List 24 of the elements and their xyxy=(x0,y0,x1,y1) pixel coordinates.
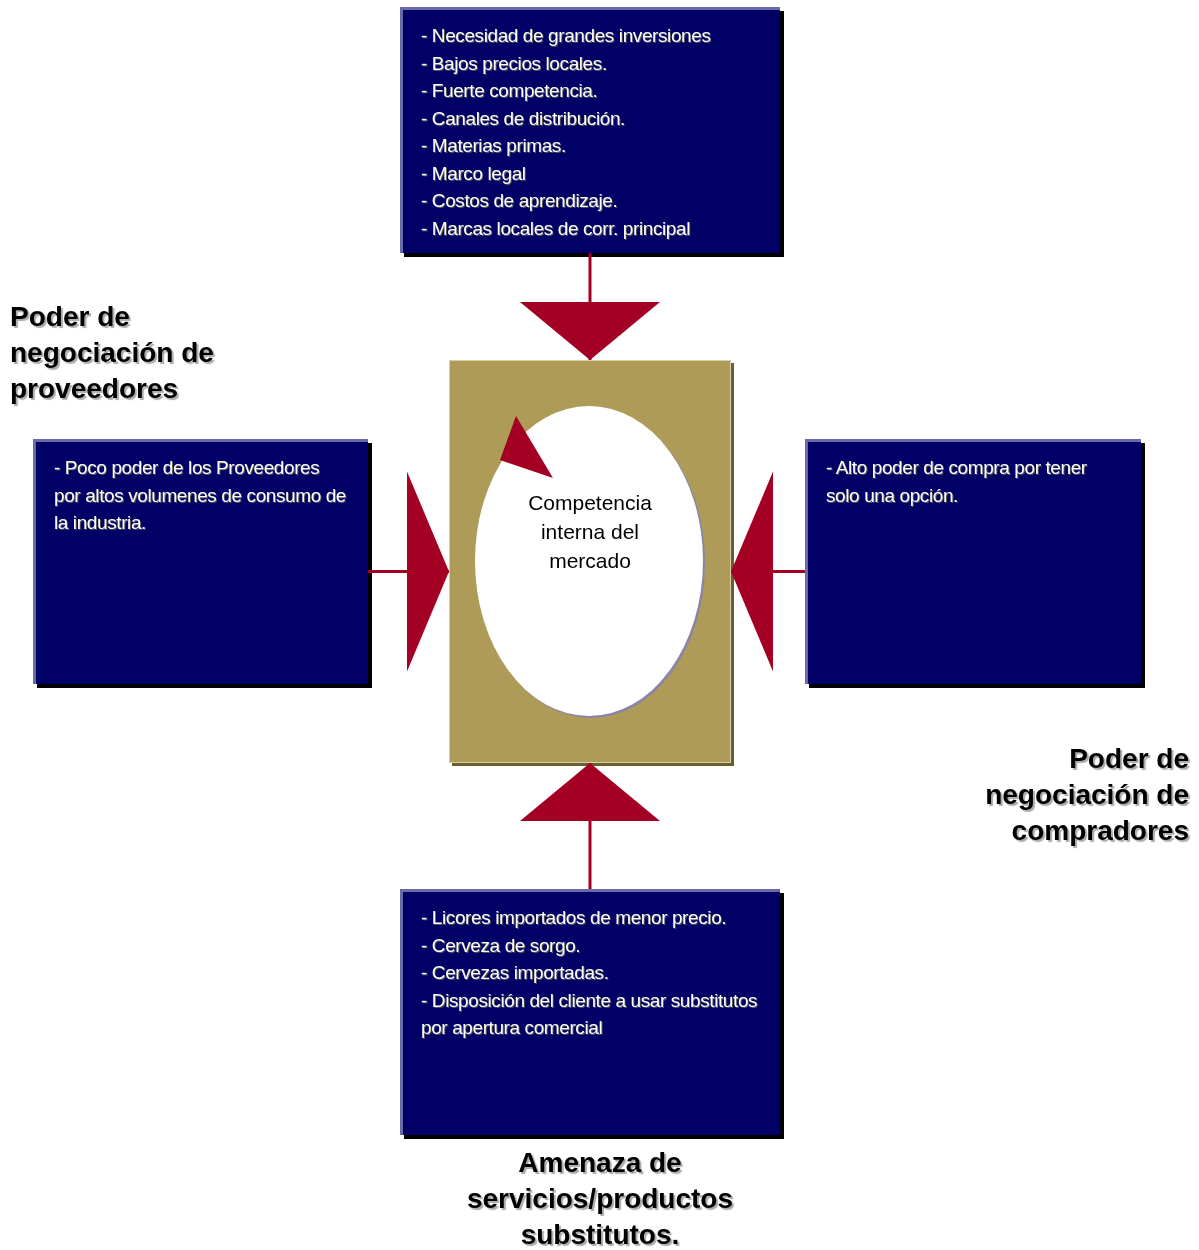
arrow xyxy=(520,763,660,889)
arrow xyxy=(368,471,449,672)
bullet-text: - Canales de distribución. xyxy=(421,106,626,131)
arrow xyxy=(731,471,805,672)
bullet-text: - Necesidad de grandes inversiones xyxy=(421,24,712,48)
bullet-text: - Licores importados de menor precio. xyxy=(421,906,728,930)
bullet-text: - Marcas locales de corr. principal xyxy=(421,216,691,241)
bullet-text: - Bajos precios locales. xyxy=(421,51,608,76)
arrow xyxy=(520,253,660,360)
bullet-text: - Costos de aprendizaje. xyxy=(421,189,619,213)
bullet-text: - Marco legal xyxy=(421,161,527,186)
force-heading: Poder de negociación de proveedores xyxy=(10,300,215,406)
market-panel xyxy=(449,360,731,763)
bullet-text: - Poco poder de los Proveedores por altos volumenes de consumo de la industria. xyxy=(54,456,348,535)
force-heading: Poder de negociación de compradores xyxy=(984,742,1189,848)
force-heading: Amenaza de servicios/productos substitutos. xyxy=(465,1146,735,1250)
bullet-text: - Cerveza de sorgo. xyxy=(421,933,582,958)
bullet-text: - Materias primas. xyxy=(421,134,567,158)
ellipse-node xyxy=(474,405,706,719)
node-label: Competencia interna del mercado xyxy=(527,489,653,574)
bullet-text: - Cervezas importadas. xyxy=(421,961,610,985)
bullet-text: - Disposición del cliente a usar substitutos por apertura comercial xyxy=(421,988,759,1040)
bullet-text: - Alto poder de compra por tener solo una opción. xyxy=(826,456,1088,508)
bullet-text: - Fuerte competencia. xyxy=(421,79,599,103)
